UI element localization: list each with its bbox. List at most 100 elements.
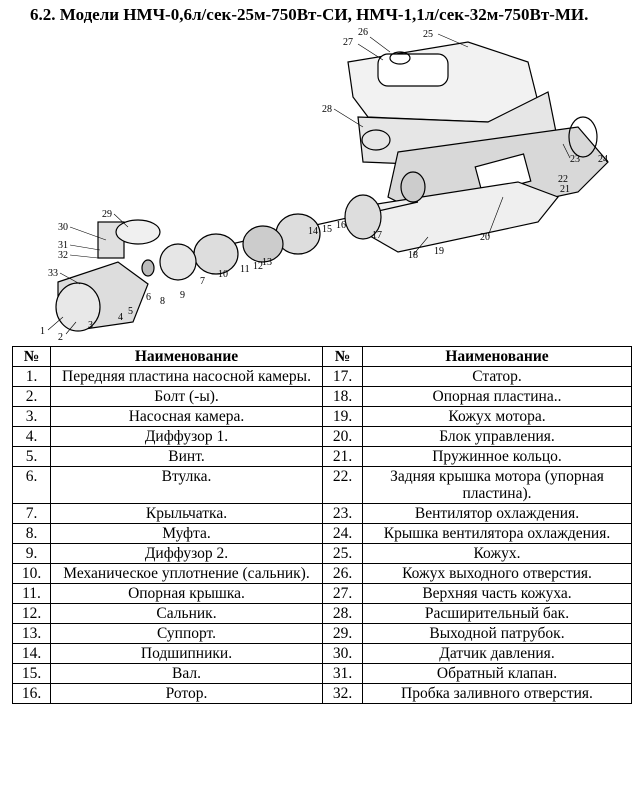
- part-name: Муфта.: [50, 523, 323, 544]
- part-name: Болт (-ы).: [50, 386, 323, 407]
- diagram-label: 28: [322, 104, 332, 115]
- diagram-label: 14: [308, 226, 318, 237]
- part-number: 6.: [12, 466, 51, 504]
- table-row: 10.Механическое уплотнение (сальник).26.…: [12, 563, 632, 584]
- part-name: Кожух мотора.: [362, 406, 632, 427]
- diagram-label: 13: [262, 257, 272, 268]
- part-name: Ротор.: [50, 683, 323, 704]
- part-number: 14.: [12, 643, 51, 664]
- part-name: Вентилятор охлаждения.: [362, 503, 632, 524]
- part-number: 1.: [12, 366, 51, 387]
- table-row: 16.Ротор.32.Пробка заливного отверстия.: [12, 683, 632, 704]
- part-name: Передняя пластина насосной камеры.: [50, 366, 323, 387]
- part-number: 8.: [12, 523, 51, 544]
- diagram-label: 25: [423, 29, 433, 40]
- part-name: Сальник.: [50, 603, 323, 624]
- diagram-label: 32: [58, 250, 68, 261]
- diagram-label: 20: [480, 232, 490, 243]
- header-name: Наименование: [50, 346, 323, 367]
- part-number: 31.: [322, 663, 363, 684]
- diagram-label: 16: [336, 220, 346, 231]
- diagram-label: 21: [560, 184, 570, 195]
- part-number: 4.: [12, 426, 51, 447]
- parts-table: № Наименование № Наименование 1.Передняя…: [12, 346, 632, 704]
- part-number: 15.: [12, 663, 51, 684]
- part-name: Крыльчатка.: [50, 503, 323, 524]
- part-number: 25.: [322, 543, 363, 564]
- diagram-label: 19: [434, 246, 444, 257]
- diagram-label: 33: [48, 268, 58, 279]
- part-name: Диффузор 1.: [50, 426, 323, 447]
- part-name: Пробка заливного отверстия.: [362, 683, 632, 704]
- part-number: 32.: [322, 683, 363, 704]
- exploded-pump-diagram: 1 2 3 4 5 6 7 8 9 10 11 12 13 14 15 16 1…: [40, 27, 609, 343]
- table-row: 11.Опорная крышка.27.Верхняя часть кожух…: [12, 583, 632, 604]
- part-number: 9.: [12, 543, 51, 564]
- part-name: Опорная пластина..: [362, 386, 632, 407]
- diagram-label: 11: [240, 264, 250, 275]
- diagram-label: 4: [118, 312, 123, 323]
- diagram-label: 7: [200, 276, 205, 287]
- page-title: 6.2. Модели НМЧ-0,6л/сек-25м-750Вт-СИ, Н…: [30, 5, 589, 24]
- table-row: 14.Подшипники.30.Датчик давления.: [12, 643, 632, 664]
- header-num2: №: [322, 346, 363, 367]
- part-name: Подшипники.: [50, 643, 323, 664]
- diagram-label: 3: [88, 320, 93, 331]
- part-number: 5.: [12, 446, 51, 467]
- part-name: Пружинное кольцо.: [362, 446, 632, 467]
- part-name: Механическое уплотнение (сальник).: [50, 563, 323, 584]
- diagram-label: 5: [128, 306, 133, 317]
- part-number: 20.: [322, 426, 363, 447]
- diagram-label: 22: [558, 174, 568, 185]
- part-number: 24.: [322, 523, 363, 544]
- table-row: 4.Диффузор 1.20.Блок управления.: [12, 426, 632, 447]
- part-name: Обратный клапан.: [362, 663, 632, 684]
- diagram-label: 26: [358, 27, 368, 38]
- table-row: 9.Диффузор 2.25.Кожух.: [12, 543, 632, 564]
- table-row: 6.Втулка.22.Задняя крышка мотора (упорна…: [12, 466, 632, 504]
- part-number: 10.: [12, 563, 51, 584]
- part-name: Кожух выходного отверстия.: [362, 563, 632, 584]
- diagram-label: 18: [408, 250, 418, 261]
- part-name: Втулка.: [50, 466, 323, 504]
- part-name: Расширительный бак.: [362, 603, 632, 624]
- part-name: Винт.: [50, 446, 323, 467]
- diagram-label: 2: [58, 332, 63, 343]
- part-name: Насосная камера.: [50, 406, 323, 427]
- part-number: 22.: [322, 466, 363, 504]
- part-number: 3.: [12, 406, 51, 427]
- table-row: 2.Болт (-ы).18.Опорная пластина..: [12, 386, 632, 407]
- diagram-label: 6: [146, 292, 151, 303]
- table-row: 3.Насосная камера.19.Кожух мотора.: [12, 406, 632, 427]
- table-row: 8.Муфта.24.Крышка вентилятора охлаждения…: [12, 523, 632, 544]
- part-number: 29.: [322, 623, 363, 644]
- part-name: Опорная крышка.: [50, 583, 323, 604]
- part-number: 18.: [322, 386, 363, 407]
- part-name: Верхняя часть кожуха.: [362, 583, 632, 604]
- diagram-label: 27: [343, 37, 353, 48]
- part-number: 19.: [322, 406, 363, 427]
- parts-table-body: 1.Передняя пластина насосной камеры.17. С…: [12, 366, 632, 704]
- part-number: 23.: [322, 503, 363, 524]
- diagram-label: 17: [372, 230, 382, 241]
- part-number: 17.: [322, 366, 363, 387]
- part-number: 16.: [12, 683, 51, 704]
- diagram-label: 29: [102, 209, 112, 220]
- part-name: Выходной патрубок.: [362, 623, 632, 644]
- table-row: 13.Суппорт.29.Выходной патрубок.: [12, 623, 632, 644]
- header-name2: Наименование: [362, 346, 632, 367]
- part-number: 26.: [322, 563, 363, 584]
- part-number: 21.: [322, 446, 363, 467]
- table-row: 15.Вал.31.Обратный клапан.: [12, 663, 632, 684]
- part-name: Крышка вентилятора охлаждения.: [362, 523, 632, 544]
- part-name: Блок управления.: [362, 426, 632, 447]
- part-name: Диффузор 2.: [50, 543, 323, 564]
- part-number: 28.: [322, 603, 363, 624]
- part-number: 13.: [12, 623, 51, 644]
- part-name: Кожух.: [362, 543, 632, 564]
- part-number: 11.: [12, 583, 51, 604]
- part-number: 2.: [12, 386, 51, 407]
- diagram-label: 15: [322, 224, 332, 235]
- table-row: 1.Передняя пластина насосной камеры.17.С…: [12, 366, 632, 387]
- diagram-label: 30: [58, 222, 68, 233]
